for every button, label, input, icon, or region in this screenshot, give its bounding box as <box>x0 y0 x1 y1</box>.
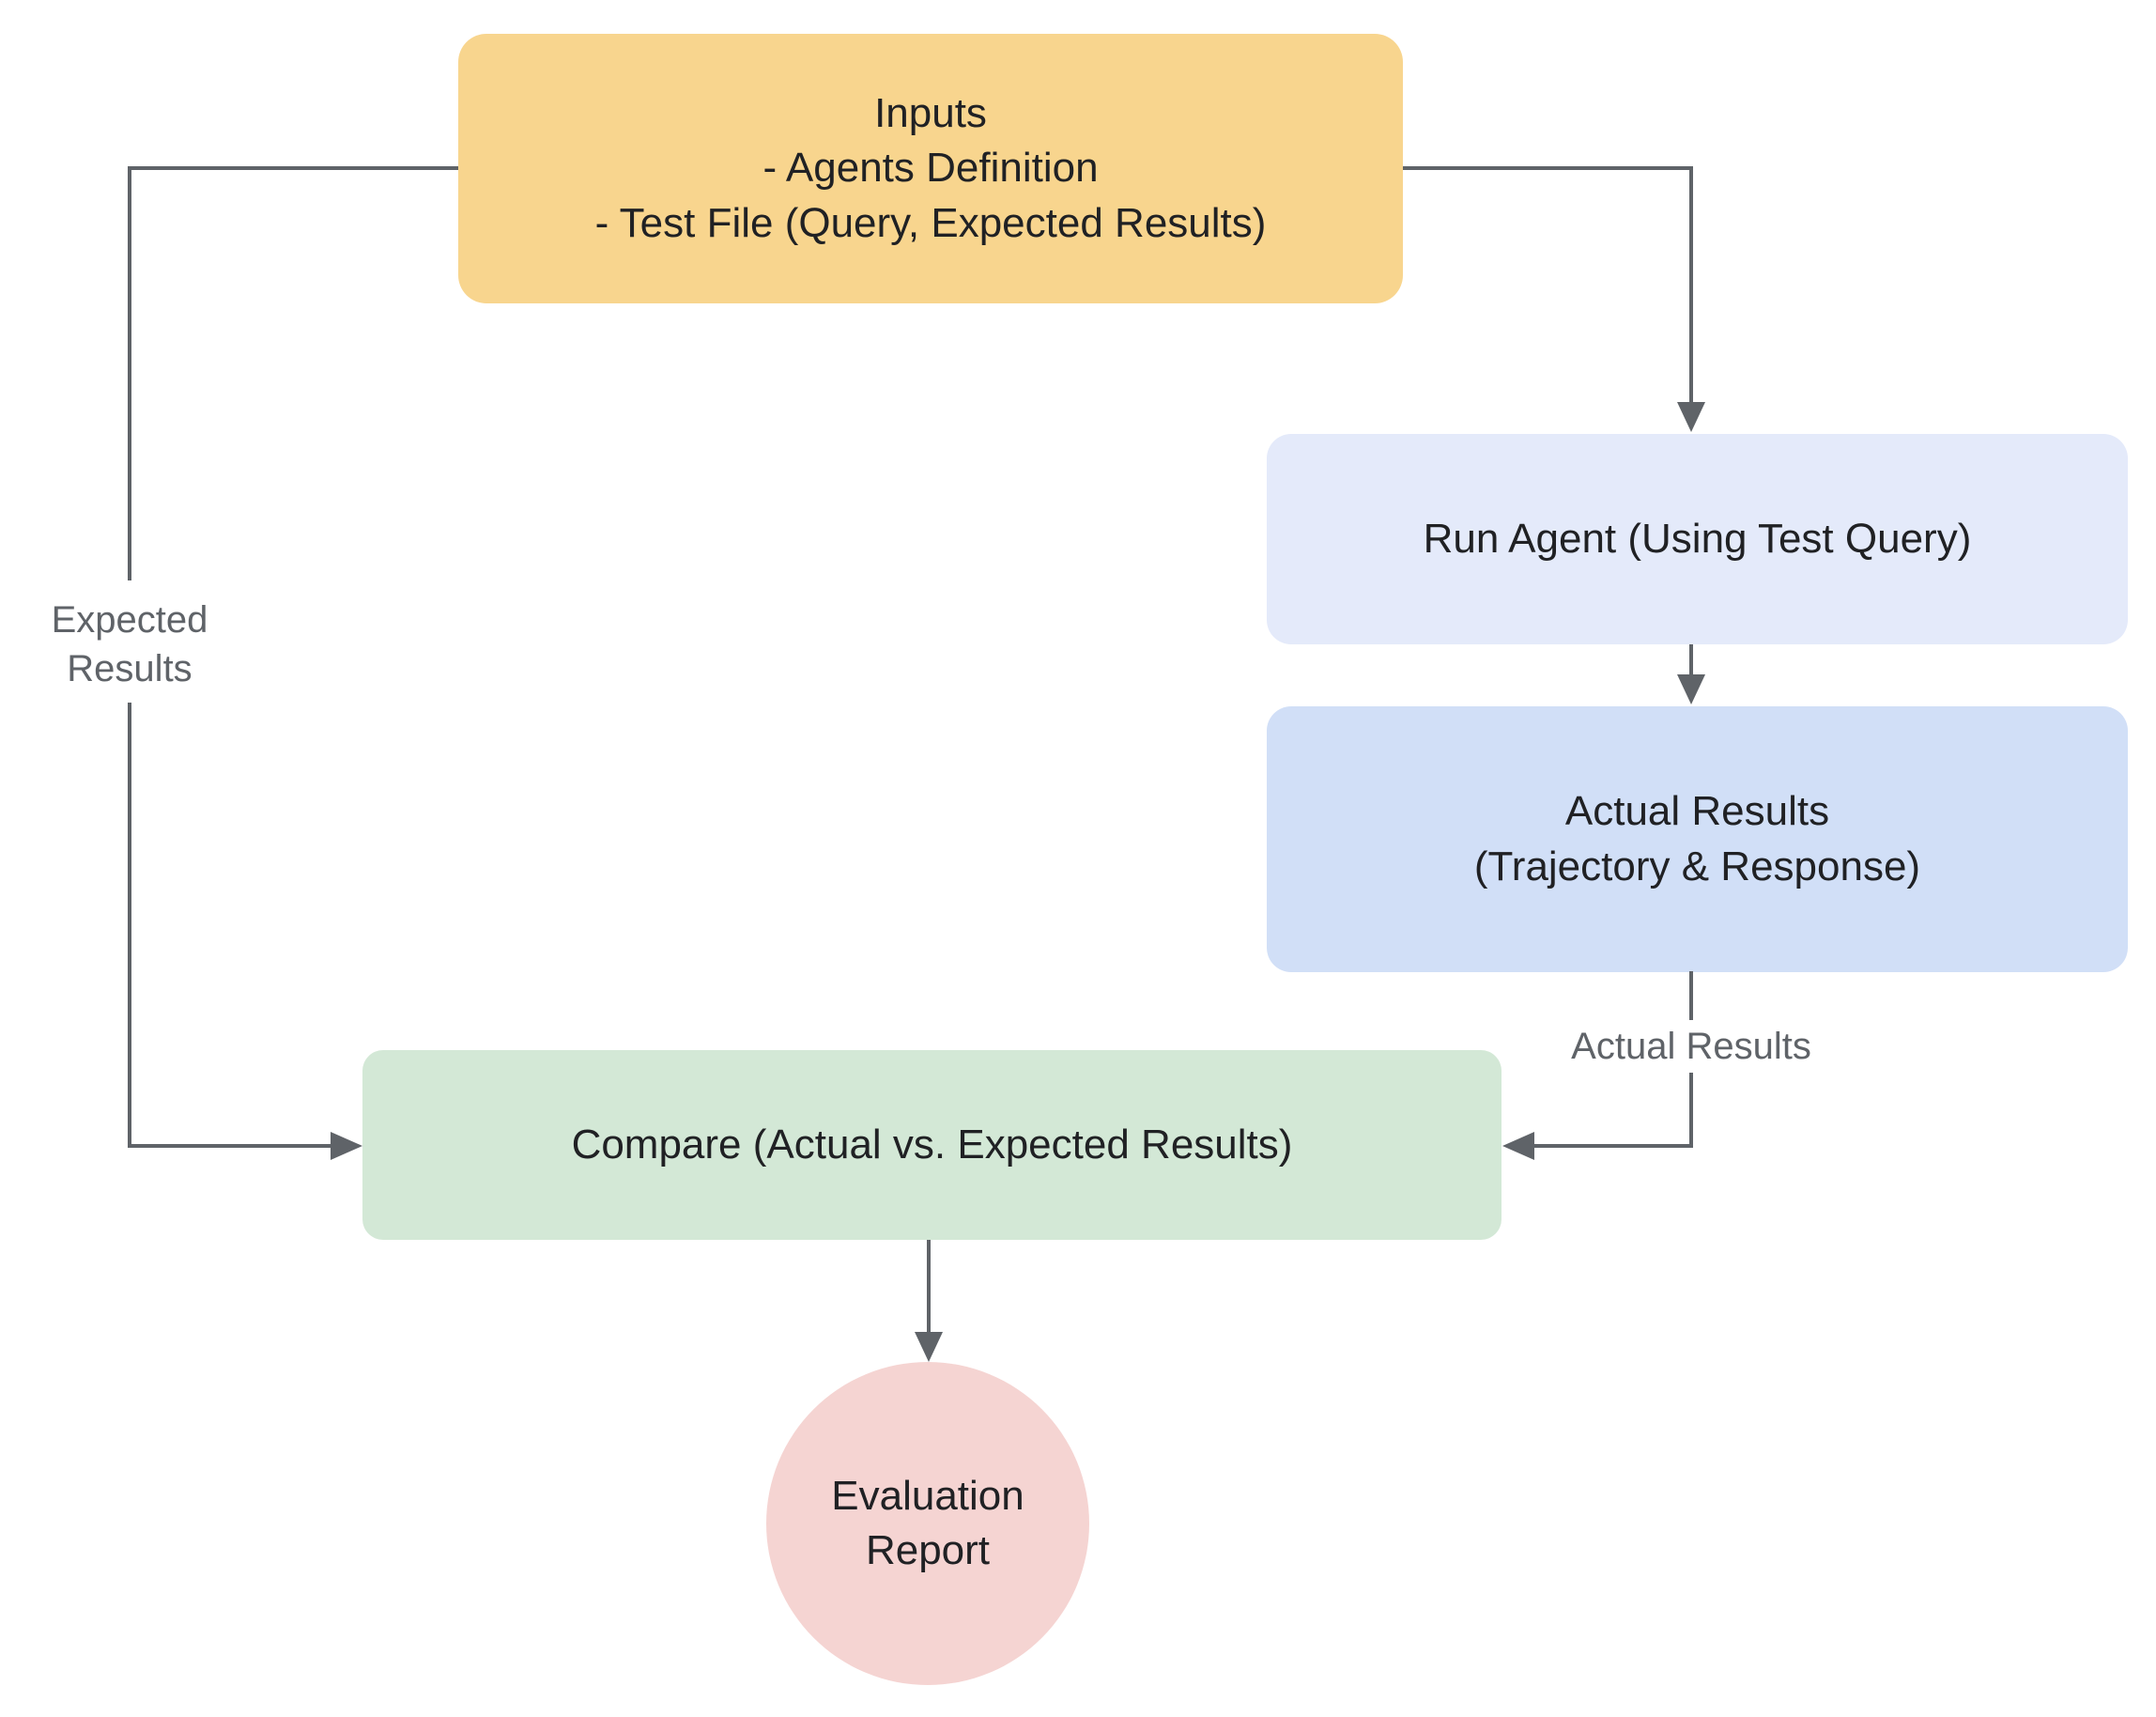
connector-inputs-to-compare-upper-vertical <box>128 166 131 580</box>
connector-inputs-to-compare-lower-vertical <box>128 703 131 1148</box>
node-evaluation-report-line-2: Report <box>865 1527 991 1573</box>
edge-label-expected-results-line-1: Expected <box>51 599 208 641</box>
node-actual-results-line-2: (Trajectory & Response) <box>1473 843 1921 889</box>
connector-inputs-to-compare-top-horizontal <box>128 166 458 170</box>
node-actual-results: Actual Results (Trajectory & Response) <box>1267 706 2128 972</box>
node-inputs-line-1: Inputs <box>874 90 987 137</box>
arrowhead-down-icon <box>1677 674 1705 704</box>
connector-compare-to-evaluation-report <box>927 1240 931 1332</box>
arrowhead-down-icon <box>915 1332 943 1362</box>
edge-label-actual-results-text: Actual Results <box>1571 1026 1811 1067</box>
node-inputs: Inputs - Agents Definition - Test File (… <box>458 34 1403 303</box>
connector-actual-results-to-compare-upper <box>1689 971 1693 1020</box>
connector-inputs-to-run-agent-vertical <box>1689 166 1693 402</box>
node-inputs-line-2: - Agents Definition <box>762 145 1099 192</box>
node-run-agent: Run Agent (Using Test Query) <box>1267 434 2128 644</box>
connector-actual-results-to-compare-horizontal <box>1534 1144 1693 1148</box>
node-actual-results-line-1: Actual Results <box>1564 788 1830 835</box>
connector-inputs-to-compare-bottom-horizontal <box>128 1144 331 1148</box>
edge-label-expected-results-line-2: Results <box>67 648 192 689</box>
node-compare-label: Compare (Actual vs. Expected Results) <box>571 1121 1293 1168</box>
connector-actual-results-to-compare-lower <box>1689 1073 1693 1148</box>
connector-inputs-to-run-agent-horizontal <box>1403 166 1693 170</box>
connector-run-agent-to-actual-results <box>1689 644 1693 674</box>
node-inputs-line-3: - Test File (Query, Expected Results) <box>594 199 1267 246</box>
edge-label-expected-results: Expected Results <box>52 596 208 693</box>
node-evaluation-report: Evaluation Report <box>766 1362 1089 1685</box>
arrowhead-down-icon <box>1677 402 1705 432</box>
arrowhead-left-icon <box>1502 1132 1534 1160</box>
arrowhead-right-icon <box>331 1132 362 1160</box>
node-evaluation-report-line-1: Evaluation <box>831 1472 1024 1519</box>
node-compare: Compare (Actual vs. Expected Results) <box>362 1050 1502 1240</box>
node-run-agent-label: Run Agent (Using Test Query) <box>1423 515 1972 562</box>
edge-label-actual-results: Actual Results <box>1571 1022 1811 1071</box>
